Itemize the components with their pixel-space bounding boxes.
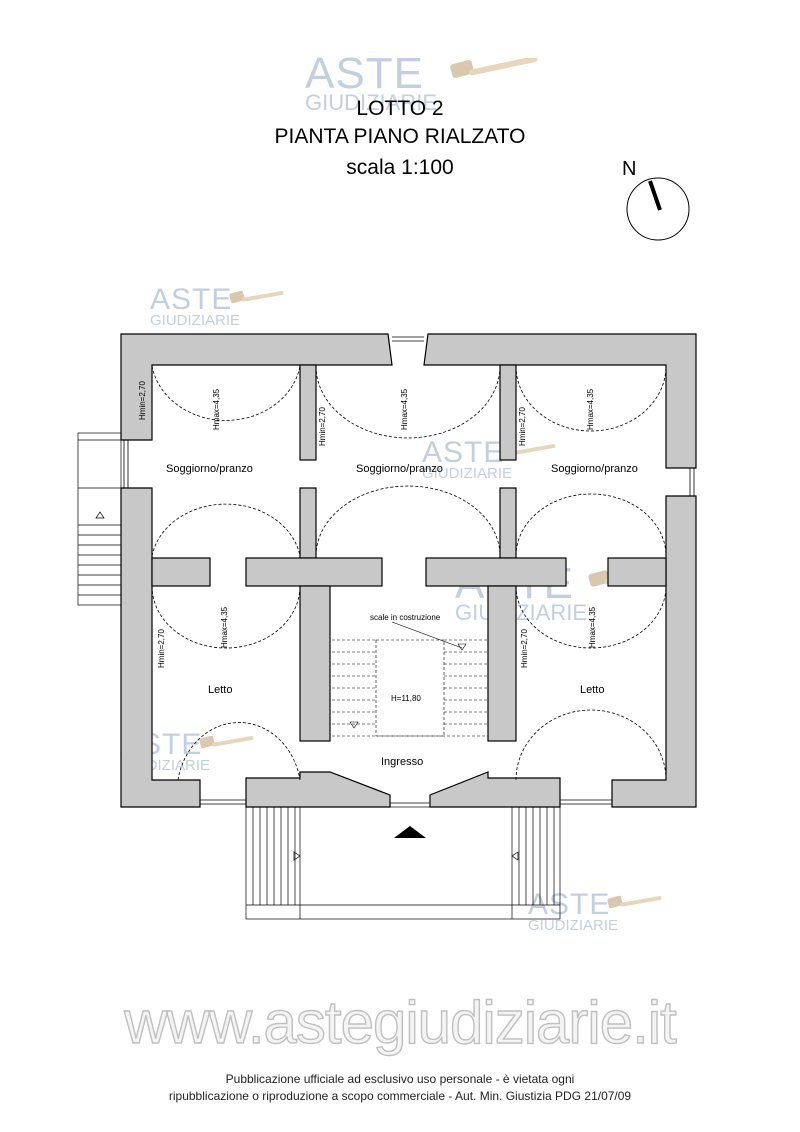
hmin-label: Hmin=2,70 bbox=[520, 629, 529, 668]
entrance-arrow-icon bbox=[394, 826, 426, 838]
room-label-soggiorno-1: Soggiorno/pranzo bbox=[166, 463, 253, 475]
plan-title: PIANTA PIANO RIALZATO bbox=[274, 125, 526, 148]
hmin-label: Hmin=2,70 bbox=[518, 407, 527, 446]
watermark-aste: ASTE bbox=[150, 283, 233, 316]
hmin-label: Hmin=2,70 bbox=[157, 629, 166, 668]
stair-note-leader bbox=[391, 621, 463, 649]
notice-line-1: Pubblicazione ufficiale ad esclusivo uso… bbox=[225, 1072, 575, 1086]
room-label-ingresso: Ingresso bbox=[381, 756, 424, 768]
hmin-label: Hmin=2,70 bbox=[138, 381, 147, 420]
watermark-upper-left: ASTE GIUDIZIARIE bbox=[150, 283, 284, 329]
hmax-label: Hmax=4,35 bbox=[588, 606, 597, 648]
room-label-letto-1: Letto bbox=[208, 684, 233, 696]
hmin-label: Hmin=2,70 bbox=[318, 407, 327, 446]
room-label-soggiorno-3: Soggiorno/pranzo bbox=[551, 463, 638, 475]
gavel-icon bbox=[607, 895, 662, 909]
hmax-label: Hmax=4,35 bbox=[586, 388, 595, 430]
watermark-giudiziarie: GIUDIZIARIE bbox=[305, 90, 438, 115]
watermark-top: ASTE GIUDIZIARIE bbox=[305, 49, 538, 115]
watermark-center: ASTE GIUDIZIARIE bbox=[422, 436, 556, 482]
watermark-bottom-right: ASTE GIUDIZIARIE bbox=[528, 888, 662, 934]
stairs-note: scale in costruzione bbox=[370, 613, 441, 622]
scale-label: scala 1:100 bbox=[346, 156, 454, 179]
watermark-giudiziarie: GIUDIZIARIE bbox=[150, 312, 241, 329]
vault-arcs bbox=[151, 365, 667, 781]
watermark-giudiziarie: GIUDIZIARIE bbox=[528, 917, 619, 934]
stair-lines bbox=[332, 639, 488, 737]
watermark-aste: ASTE bbox=[305, 49, 424, 98]
watermark-aste: ASTE bbox=[528, 888, 611, 921]
watermark-giudiziarie: GIUDIZIARIE bbox=[422, 465, 513, 482]
gavel-icon bbox=[229, 290, 284, 304]
notice-line-2: ripubblicazione o riproduzione a scopo c… bbox=[168, 1089, 632, 1103]
hmax-label: Hmax=4,35 bbox=[400, 388, 409, 430]
site-url-watermark: www.astegiudiziarie.it bbox=[124, 988, 678, 1056]
hmax-label: Hmax=4,35 bbox=[212, 388, 221, 430]
stair-arrow-icon bbox=[457, 643, 467, 651]
hmax-label: Hmax=4,35 bbox=[220, 606, 229, 648]
watermark-aste: ASTE bbox=[422, 436, 505, 469]
gavel-icon bbox=[199, 735, 254, 749]
front-stairs bbox=[245, 806, 561, 920]
room-label-letto-2: Letto bbox=[580, 684, 605, 696]
interior-walls bbox=[151, 364, 667, 742]
compass-icon bbox=[626, 177, 690, 241]
stair-height-label: H=11,80 bbox=[391, 694, 421, 703]
room-label-soggiorno-2: Soggiorno/pranzo bbox=[356, 463, 443, 475]
gavel-icon bbox=[450, 58, 538, 78]
north-label: N bbox=[622, 158, 637, 180]
side-stair bbox=[77, 432, 122, 606]
stair-arrow-down-icon bbox=[349, 721, 359, 729]
lot-title: LOTTO 2 bbox=[356, 97, 444, 120]
windows bbox=[123, 336, 695, 805]
